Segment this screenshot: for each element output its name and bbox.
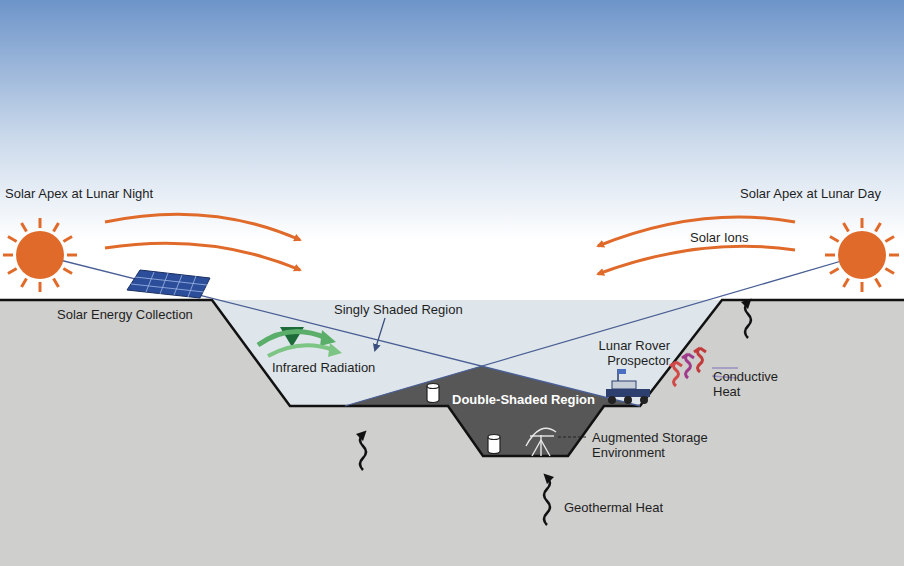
leader-line (375, 318, 385, 350)
illustration-part (876, 278, 881, 287)
storage-label: Augmented Storage Environment (592, 430, 742, 460)
sun-label: Solar Apex at Lunar Day (740, 186, 900, 201)
illustration-part (889, 254, 899, 257)
illustration-part (606, 389, 650, 397)
region-label: Double-Shaded Region (452, 392, 602, 407)
leader-line (558, 437, 586, 438)
illustration-part (488, 435, 500, 440)
illustration-part (544, 477, 550, 525)
geothermal-heat-arrows (360, 302, 751, 525)
illustration-part (131, 272, 207, 297)
illustration-part (146, 272, 154, 292)
illustration-part (8, 269, 17, 274)
illustration-part (694, 348, 706, 372)
illustration-part (188, 276, 196, 297)
illustration-part (160, 273, 168, 294)
sun-icon (3, 218, 77, 292)
illustration-part (844, 278, 849, 287)
illustration-part (745, 302, 751, 338)
illustration-part (39, 218, 42, 228)
sun-label: Solar Apex at Lunar Night (5, 186, 195, 201)
radiation-label: Infrared Radiation (272, 360, 402, 375)
illustration-part (712, 367, 738, 369)
illustration-part (63, 237, 72, 242)
illustration-part (612, 381, 636, 389)
illustration-part (861, 282, 864, 292)
illustration-part (861, 218, 864, 228)
illustration-part (63, 269, 72, 274)
sunlight-line (345, 255, 862, 406)
illustration-part (54, 278, 59, 287)
solar-panel (127, 270, 210, 298)
illustration-part (22, 223, 27, 232)
infrared-radiation-arrows (258, 327, 342, 357)
illustration-part (268, 345, 334, 356)
illustration-part (360, 434, 366, 470)
illustration-part (67, 254, 77, 257)
illustration-part (105, 243, 300, 270)
illustration-part (624, 396, 632, 404)
lunar-rover (606, 369, 650, 404)
illustration-part (174, 275, 182, 295)
illustration-part (830, 269, 839, 274)
illustration-part (39, 282, 42, 292)
illustration-part (328, 343, 342, 357)
illustration-part (105, 214, 300, 240)
illustration-part (838, 231, 886, 279)
lunar-ground (0, 300, 904, 566)
illustration-part (825, 254, 835, 257)
region-label: Singly Shaded Region (334, 302, 484, 317)
illustration-part (598, 246, 795, 274)
illustration-part (22, 278, 27, 287)
illustration-part (640, 396, 648, 404)
heat-label: Geothermal Heat (564, 500, 694, 515)
illustration-part (885, 269, 894, 274)
solar-ion-arrows (105, 214, 795, 274)
illustration-part (320, 330, 336, 346)
illustration-part (532, 440, 541, 456)
illustration-part (530, 435, 554, 436)
rover-label: Lunar Rover Prospector (588, 338, 670, 368)
sunlight-line (40, 255, 640, 406)
illustration-part (131, 284, 204, 292)
illustration-part (618, 369, 626, 374)
illustration-part (8, 237, 17, 242)
illustration-part (135, 277, 207, 285)
illustration-part (427, 384, 439, 389)
illustration-part (541, 440, 550, 456)
illustration-part (54, 223, 59, 232)
sky (0, 0, 904, 300)
arrow-label: Solar Ions (690, 230, 770, 245)
illustration-part (876, 223, 881, 232)
illustration-part (127, 270, 210, 298)
heat-label: Conductive Heat (713, 369, 793, 399)
illustration-part (885, 237, 894, 242)
illustration-part (670, 362, 682, 386)
illustration-part (682, 354, 694, 378)
dish-antenna (526, 428, 556, 456)
illustration-part (598, 217, 795, 246)
illustration-part (258, 331, 326, 345)
illustration-part (3, 254, 13, 257)
illustration-part (830, 237, 839, 242)
surface-outline (0, 300, 904, 456)
sun-icon (825, 218, 899, 292)
illustration-part (844, 223, 849, 232)
panel-label: Solar Energy Collection (57, 307, 217, 322)
illustration-part (540, 435, 541, 456)
illustration-part (608, 396, 616, 404)
illustration-part (16, 231, 64, 279)
